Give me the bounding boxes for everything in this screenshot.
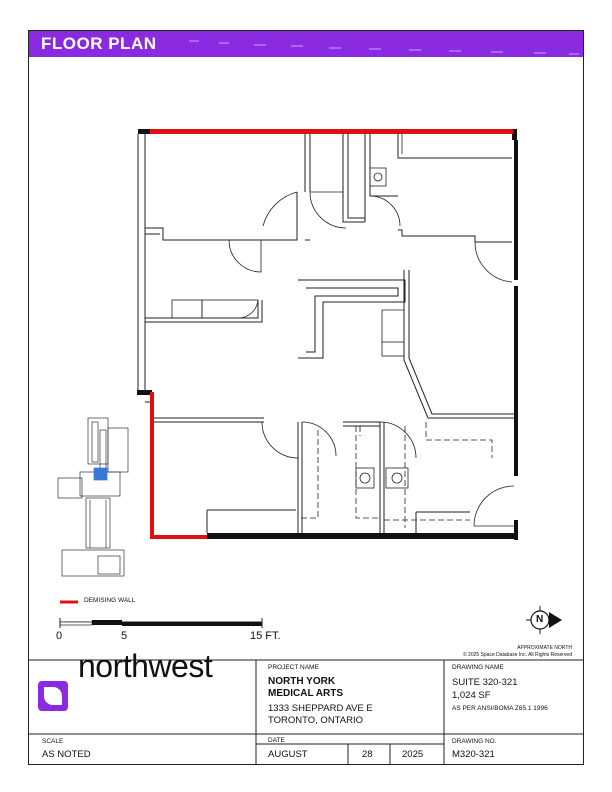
scale-bar <box>59 618 263 628</box>
demising-wall-label: DEMISING WALL <box>84 597 136 604</box>
drawing-name-label: DRAWING NAME <box>452 664 504 671</box>
copyright-notice: © 2025 Space Database Inc. All Rights Re… <box>462 652 572 658</box>
scale-field-value: AS NOTED <box>42 749 91 760</box>
address-line1: 1333 SHEPPARD AVE E <box>268 703 373 714</box>
drawing-no-value: M320-321 <box>452 749 495 760</box>
dashed-lines <box>298 422 493 528</box>
demising-walls <box>150 129 513 539</box>
suite-area: 1,024 SF <box>452 690 491 701</box>
door-swings <box>228 191 515 527</box>
scale-label-15: 15 FT. <box>250 630 281 642</box>
northwest-logo-icon <box>38 681 68 711</box>
key-plan <box>57 417 129 577</box>
project-name-line1: NORTH YORK <box>268 676 336 687</box>
address-line2: TORONTO, ONTARIO <box>268 715 364 726</box>
interior-walls <box>137 134 514 533</box>
title-banner: FLOOR PLAN <box>29 31 583 57</box>
page-title: FLOOR PLAN <box>41 34 157 53</box>
project-name-line2: MEDICAL ARTS <box>268 688 343 699</box>
scale-field-label: SCALE <box>42 738 64 745</box>
exterior-walls <box>137 129 518 540</box>
scale-label-0: 0 <box>56 630 63 642</box>
northwest-logo-text: northwest <box>78 648 213 684</box>
date-year: 2025 <box>402 749 424 760</box>
date-field-label: DATE <box>268 737 285 744</box>
drawing-no-label: DRAWING NO. <box>452 738 497 745</box>
measurement-standard: AS PER ANSI/BOMA Z65.1 1996 <box>452 705 548 712</box>
banner-dash-decoration <box>189 40 579 55</box>
north-glyph: N <box>536 614 544 625</box>
fixtures <box>171 134 409 489</box>
drawing-sheet <box>28 30 584 765</box>
approximate-north-label: APPROXIMATE NORTH <box>517 645 572 651</box>
date-month: AUGUST <box>268 749 308 760</box>
project-name-label: PROJECT NAME <box>268 664 319 671</box>
date-day: 28 <box>362 749 373 760</box>
scale-label-5: 5 <box>121 630 128 642</box>
north-arrow-icon <box>526 606 562 634</box>
suite-number: SUITE 320-321 <box>452 677 518 688</box>
title-block-lines <box>28 659 584 765</box>
